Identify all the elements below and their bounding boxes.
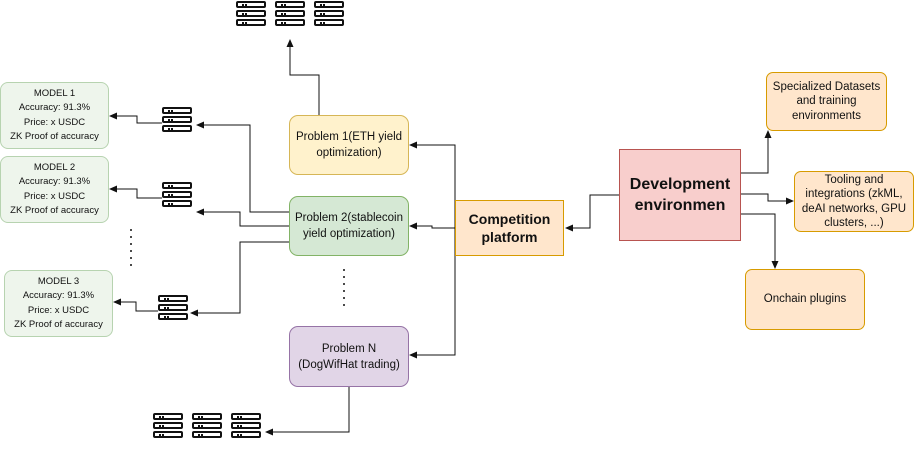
model-accuracy: Accuracy: 91.3% bbox=[18, 176, 91, 187]
problem1-box: Problem 1(ETH yield optimization) bbox=[289, 115, 409, 175]
vertical-ellipsis-icon bbox=[130, 229, 134, 271]
arrow-development-to-competition bbox=[565, 194, 619, 232]
model-name: MODEL 2 bbox=[33, 161, 76, 173]
model-price: Price: x USDC bbox=[23, 116, 86, 128]
onchain-line1: Onchain plugins bbox=[763, 293, 847, 306]
arrow-servers2-to-model2 bbox=[109, 185, 162, 199]
development-line2: environmen bbox=[634, 197, 726, 214]
problemN-box: Problem N (DogWifHat trading) bbox=[289, 326, 409, 387]
arrow-problem2-to-servers1 bbox=[196, 121, 289, 213]
server-stack-icon bbox=[314, 1, 344, 28]
problem2-line1: Problem 2(stablecoin bbox=[294, 212, 404, 224]
server-stack-icon bbox=[158, 295, 188, 322]
competition-platform-box: Competition platform bbox=[455, 200, 564, 256]
server-stack-icon bbox=[192, 413, 222, 440]
tooling-line3: deAI networks, GPU bbox=[801, 202, 907, 215]
arrow-problemN-to-servers bbox=[265, 387, 350, 436]
datasets-line2: and training bbox=[796, 95, 857, 108]
arrow-competition-to-problem1 bbox=[409, 141, 456, 228]
server-stack-icon bbox=[162, 182, 192, 209]
server-stack-icon bbox=[153, 413, 183, 440]
model-name: MODEL 3 bbox=[37, 275, 80, 287]
arrow-servers1-to-model1 bbox=[109, 112, 162, 124]
arrow-development-to-datasets bbox=[741, 130, 772, 174]
onchain-plugins-box: Onchain plugins bbox=[745, 269, 865, 330]
problem2-line2: yield optimization) bbox=[302, 228, 396, 240]
model-card-1: MODEL 1 Accuracy: 91.3% Price: x USDC ZK… bbox=[0, 82, 109, 149]
competition-line2: platform bbox=[481, 229, 538, 245]
problem2-box: Problem 2(stablecoin yield optimization) bbox=[289, 196, 409, 256]
model-card-2: MODEL 2 Accuracy: 91.3% Price: x USDC ZK… bbox=[0, 156, 109, 223]
datasets-line1: Specialized Datasets bbox=[772, 80, 881, 93]
vertical-ellipsis-icon bbox=[343, 269, 347, 311]
arrow-problem2-to-servers3 bbox=[190, 241, 289, 317]
tooling-line4: clusters, ...) bbox=[824, 217, 884, 229]
datasets-box: Specialized Datasets and training enviro… bbox=[766, 72, 887, 131]
model-proof: ZK Proof of accuracy bbox=[10, 205, 99, 216]
development-environment-box: Development environmen bbox=[619, 149, 741, 241]
arrow-problem1-to-servers bbox=[286, 39, 320, 115]
tooling-line2: integrations (zkML, bbox=[805, 188, 903, 200]
problemN-line2: (DogWifHat trading) bbox=[298, 358, 400, 371]
problem1-line2: optimization) bbox=[316, 147, 382, 159]
arrow-competition-to-problem2 bbox=[409, 222, 455, 230]
tooling-box: Tooling and integrations (zkML, deAI net… bbox=[794, 171, 914, 232]
server-stack-icon bbox=[162, 107, 192, 134]
problem1-line1: Problem 1(ETH yield bbox=[295, 131, 403, 143]
model-price: Price: x USDC bbox=[23, 190, 86, 202]
arrow-servers3-to-model3 bbox=[113, 298, 158, 312]
arrow-competition-to-problemN bbox=[409, 228, 456, 359]
model-card-3: MODEL 3 Accuracy: 91.3% Price: x USDC ZK… bbox=[4, 270, 113, 337]
datasets-line3: environments bbox=[791, 109, 862, 122]
model-price: Price: x USDC bbox=[27, 304, 90, 316]
competition-line1: Competition bbox=[468, 211, 551, 227]
arrow-problem2-to-servers2 bbox=[196, 208, 289, 227]
model-accuracy: Accuracy: 91.3% bbox=[22, 290, 95, 301]
arrow-development-to-tooling bbox=[741, 193, 794, 205]
model-name: MODEL 1 bbox=[33, 87, 76, 99]
server-stack-icon bbox=[236, 1, 266, 28]
tooling-line1: Tooling and bbox=[824, 173, 884, 186]
model-proof: ZK Proof of accuracy bbox=[14, 319, 103, 330]
development-line1: Development bbox=[629, 176, 731, 193]
server-stack-icon bbox=[231, 413, 261, 440]
server-stack-icon bbox=[275, 1, 305, 28]
model-accuracy: Accuracy: 91.3% bbox=[18, 102, 91, 113]
problemN-line1: Problem N bbox=[321, 342, 377, 355]
arrow-development-to-onchain bbox=[741, 213, 779, 269]
model-proof: ZK Proof of accuracy bbox=[10, 131, 99, 142]
